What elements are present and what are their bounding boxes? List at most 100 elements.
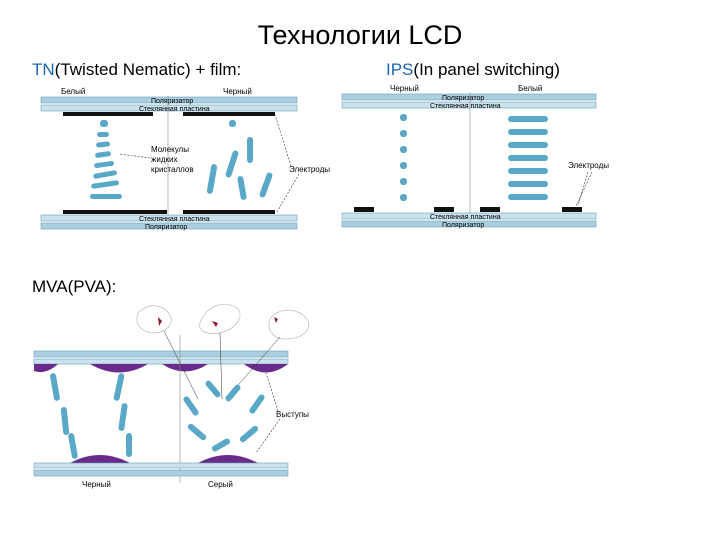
- tn-bottom-glass-label: Стеклянная пластина: [139, 216, 210, 223]
- tn-heading-prefix: TN: [32, 60, 55, 79]
- tn-top-polarizer: [40, 96, 298, 104]
- ips-molecules-right: [508, 116, 548, 200]
- mva-top-glass: [33, 358, 289, 365]
- ips-diagram: Черный Белый Поляризатор Стеклянная плас…: [341, 84, 609, 229]
- ips-label-white: Белый: [518, 84, 542, 93]
- ips-molecule: [508, 194, 548, 200]
- ips-molecule: [508, 168, 548, 174]
- mva-molecule: [225, 384, 241, 402]
- mva-molecules-right: [183, 380, 265, 452]
- mva-ray: [219, 332, 223, 400]
- mva-heading: MVA(PVA):: [32, 277, 117, 296]
- mva-light-cones: [136, 303, 310, 340]
- tn-molecule: [97, 132, 109, 137]
- tn-molecule: [247, 137, 253, 163]
- ips-electrode: [434, 207, 454, 212]
- ips-molecule: [508, 181, 548, 187]
- tn-molecules-label-2: жидких: [151, 155, 177, 164]
- tn-bottom-electrode-right: [183, 210, 275, 214]
- slide-title: Технологии LCD: [257, 20, 463, 50]
- mva-molecule: [205, 380, 221, 398]
- ips-electrode: [480, 207, 500, 212]
- tn-molecules-left: [90, 120, 122, 199]
- mva-protrusions-leader-top: [265, 372, 279, 412]
- ips-molecule: [400, 114, 407, 121]
- mva-light-spots: [158, 317, 278, 327]
- tn-top-glass-label: Стеклянная пластина: [139, 106, 210, 113]
- ips-molecules-left: [400, 114, 407, 201]
- tn-electrodes-leader-bottom: [276, 173, 300, 213]
- ips-electrode: [354, 207, 374, 212]
- mva-protrusion: [90, 364, 148, 373]
- mva-light-spot: [158, 317, 162, 326]
- mva-molecule: [50, 373, 60, 401]
- ips-molecule: [508, 129, 548, 135]
- ips-molecule: [508, 155, 548, 161]
- tn-molecule: [91, 180, 119, 189]
- ips-molecule: [400, 146, 407, 153]
- mva-bottom-protrusions: [70, 455, 258, 463]
- ips-bottom-glass-label: Стеклянная пластина: [430, 214, 501, 221]
- mva-top-protrusions: [34, 364, 288, 373]
- tn-bottom-glass: [40, 214, 298, 222]
- tn-bottom-polarizer-label: Поляризатор: [145, 224, 187, 231]
- ips-heading-prefix: IPS: [386, 60, 414, 79]
- ips-electrodes-leader-1: [577, 171, 589, 207]
- mva-protrusion: [70, 455, 130, 463]
- ips-molecule: [508, 142, 548, 148]
- mva-bottom-glass: [33, 462, 289, 469]
- tn-molecules-leader: [118, 153, 151, 159]
- tn-heading-rest: (Twisted Nematic) + film:: [54, 60, 242, 79]
- mva-protrusions-leader-bottom: [255, 418, 281, 454]
- mva-label-black: Черный: [82, 480, 111, 489]
- tn-top-electrode-left: [63, 112, 153, 116]
- tn-molecule: [206, 164, 218, 194]
- tn-molecule: [93, 170, 117, 179]
- mva-light-cone: [199, 303, 241, 334]
- tn-molecule: [237, 176, 247, 200]
- mva-protrusion: [244, 364, 288, 373]
- mva-top-plate: [33, 350, 289, 358]
- ips-top-polarizer: [341, 93, 597, 101]
- mva-molecules-left: [50, 373, 132, 459]
- tn-molecule: [95, 151, 112, 158]
- ips-heading-rest: (In panel switching): [413, 60, 560, 79]
- mva-molecule: [239, 425, 259, 443]
- mva-label-gray: Серый: [208, 480, 233, 489]
- tn-molecule: [94, 160, 114, 169]
- mva-light-spot: [274, 317, 278, 323]
- mva-light-cone: [136, 305, 172, 334]
- tn-molecule: [90, 194, 122, 199]
- mva-molecule: [187, 423, 207, 441]
- mva-molecule: [113, 373, 125, 401]
- ips-electrodes-label: Электроды: [568, 161, 609, 170]
- ips-molecule: [400, 162, 407, 169]
- tn-molecule: [259, 172, 273, 198]
- mva-protrusion: [34, 364, 58, 373]
- mva-molecule: [126, 433, 132, 457]
- mva-light-cone: [268, 309, 310, 340]
- tn-top-electrode-right: [183, 112, 275, 116]
- ips-bottom-glass: [341, 212, 597, 220]
- mva-molecule: [118, 403, 128, 431]
- mva-bottom-plate: [33, 469, 289, 477]
- ips-electrodes-leader-2: [575, 171, 593, 207]
- ips-label-black: Черный: [390, 84, 419, 93]
- tn-label-white: Белый: [61, 87, 85, 96]
- tn-molecules-right: [206, 120, 273, 200]
- tn-molecules-label-1: Молекулы: [151, 145, 189, 154]
- tn-molecules-label-3: кристаллов: [151, 165, 194, 174]
- mva-molecule: [68, 433, 78, 459]
- ips-molecule: [400, 194, 407, 201]
- ips-bottom-polarizer-label: Поляризатор: [442, 222, 484, 229]
- tn-bottom-polarizer: [40, 222, 298, 230]
- ips-top-polarizer-label: Поляризатор: [442, 95, 484, 102]
- mva-molecule: [60, 407, 70, 435]
- mva-light-spot: [212, 321, 218, 327]
- ips-electrode: [562, 207, 582, 212]
- mva-protrusions-label: Выступы: [276, 410, 309, 419]
- tn-top-polarizer-label: Поляризатор: [151, 98, 193, 105]
- mva-diagram: Выступы Черный Серый: [33, 303, 310, 489]
- mva-protrusion: [198, 455, 258, 463]
- mva-molecule: [183, 396, 199, 416]
